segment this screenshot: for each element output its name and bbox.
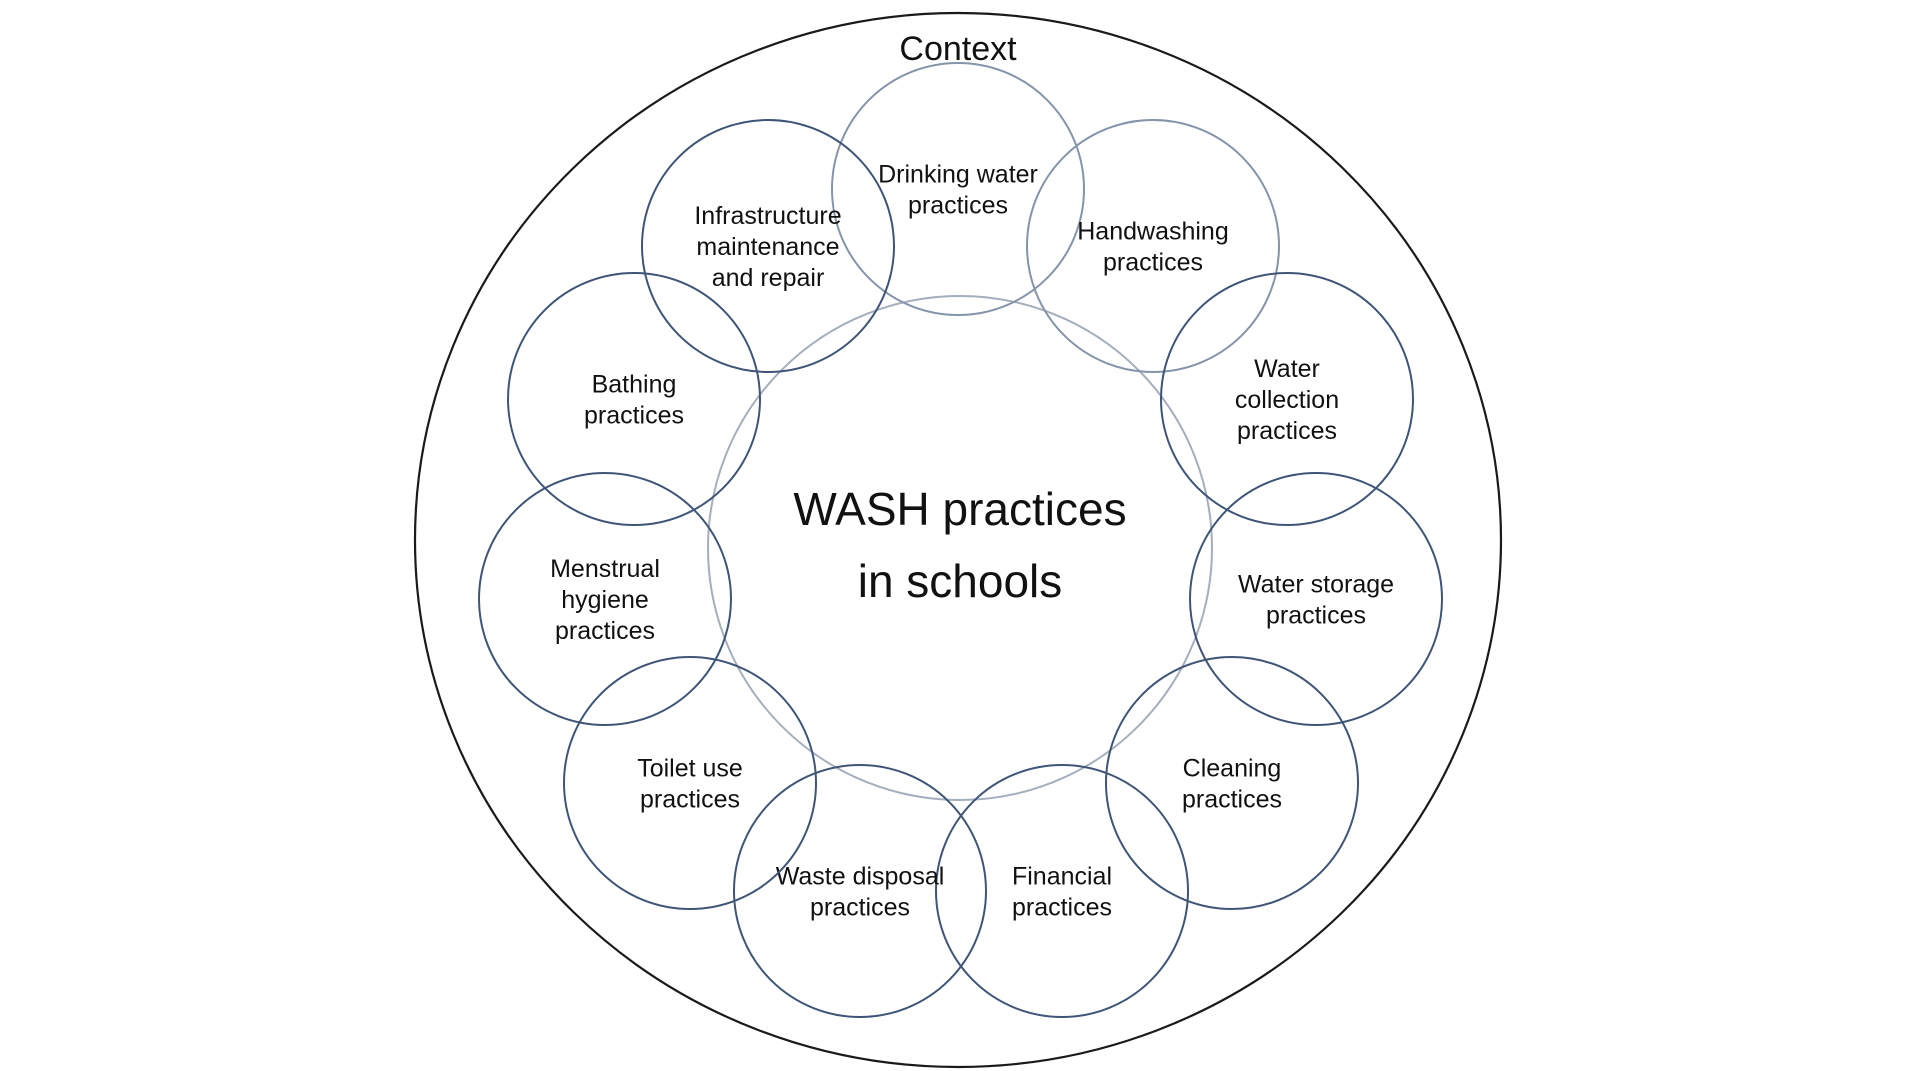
practice-label-handwashing: practices (1103, 249, 1203, 277)
practice-label-menstrual-hygiene: hygiene (561, 586, 649, 614)
practice-label-drinking-water: Drinking water (878, 161, 1038, 189)
practice-circle-bathing (507, 272, 761, 526)
practice-circle-water-storage (1189, 472, 1443, 726)
practice-label-infrastructure: maintenance (696, 233, 839, 261)
center-label-line-2: in schools (858, 555, 1063, 607)
practice-label-water-storage: Water storage (1238, 571, 1394, 599)
practice-label-cleaning: practices (1182, 786, 1282, 814)
practice-label-infrastructure: Infrastructure (694, 202, 841, 230)
center-label-line-1: WASH practices (793, 483, 1126, 535)
practice-label-toilet-use: practices (640, 786, 740, 814)
practice-label-toilet-use: Toilet use (637, 755, 743, 783)
practice-label-drinking-water: practices (908, 192, 1008, 220)
practice-circle-financial (935, 764, 1189, 1018)
practice-label-financial: Financial (1012, 863, 1112, 891)
practice-label-waste-disposal: Waste disposal (776, 863, 945, 891)
practice-label-cleaning: Cleaning (1183, 755, 1282, 783)
practice-circle-infrastructure (641, 119, 895, 373)
practice-label-financial: practices (1012, 894, 1112, 922)
practice-circle-water-collection (1160, 272, 1414, 526)
practice-circle-cleaning (1105, 656, 1359, 910)
practice-label-waste-disposal: practices (810, 894, 910, 922)
practice-label-water-collection: practices (1237, 417, 1337, 445)
practice-label-menstrual-hygiene: Menstrual (550, 555, 660, 583)
context-label: Context (899, 30, 1017, 68)
practice-label-water-collection: Water (1254, 355, 1320, 383)
practice-label-water-storage: practices (1266, 602, 1366, 630)
practice-label-water-collection: collection (1235, 386, 1339, 414)
practice-circles-group: Drinking waterpracticesHandwashingpracti… (478, 62, 1443, 1018)
practice-circle-waste-disposal (733, 764, 987, 1018)
practice-circle-toilet-use (563, 656, 817, 910)
center-circle (707, 295, 1213, 801)
practice-label-bathing: Bathing (592, 371, 677, 399)
practice-label-menstrual-hygiene: practices (555, 617, 655, 645)
practice-circle-menstrual-hygiene (478, 472, 732, 726)
practice-circle-drinking-water (831, 62, 1085, 316)
context-circle (413, 11, 1503, 1069)
practice-label-infrastructure: and repair (712, 264, 825, 292)
practice-label-bathing: practices (584, 402, 684, 430)
practice-label-handwashing: Handwashing (1077, 218, 1229, 246)
practice-circle-handwashing (1026, 119, 1280, 373)
